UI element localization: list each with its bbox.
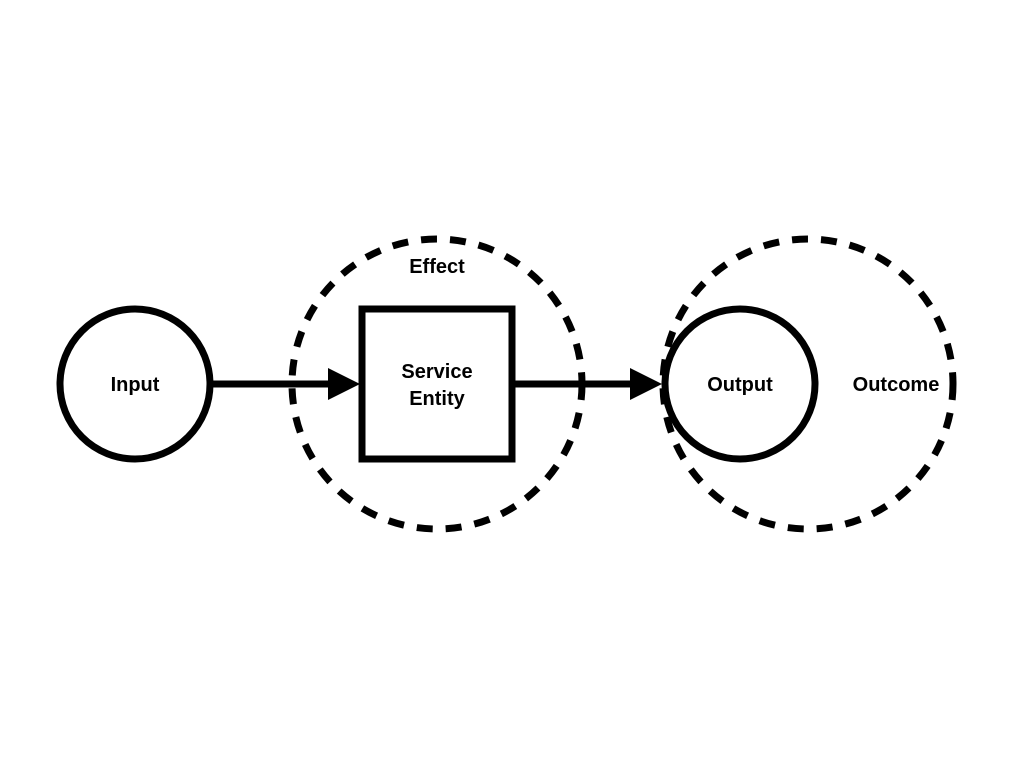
- input-node-circle: [56, 305, 214, 463]
- service-entity-label-line1: Service: [401, 361, 472, 383]
- effect-region-label: Effect: [409, 256, 465, 278]
- outcome-region-circle: [659, 235, 957, 533]
- service-entity-node-box: [358, 305, 516, 463]
- output-node-circle: [661, 305, 819, 463]
- input-node-label: Input: [111, 374, 160, 396]
- edge-service-to-output-arrowhead: [630, 368, 662, 400]
- edge-input-to-service-arrowhead: [328, 368, 360, 400]
- outcome-region-label: Outcome: [853, 374, 940, 396]
- output-node-label: Output: [707, 374, 773, 396]
- service-entity-label-line2: Entity: [409, 388, 465, 410]
